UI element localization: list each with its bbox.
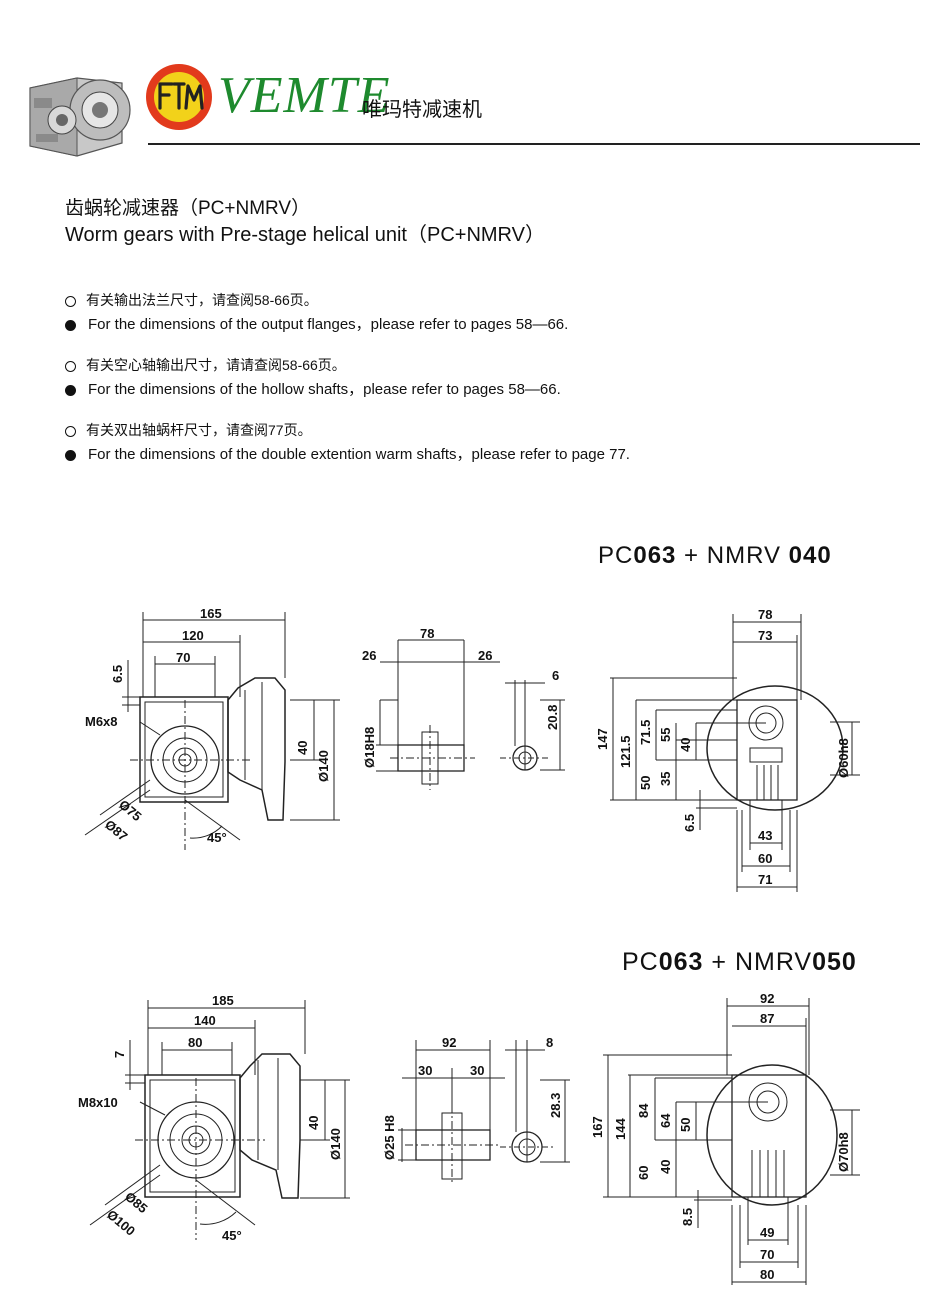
dim-label: 87 xyxy=(760,1011,774,1026)
front-view-1 xyxy=(610,614,860,892)
note-cn-2: 有关空心轴输出尺寸，请请查阅58-66页。 xyxy=(65,355,346,375)
dim-label: 7 xyxy=(112,1051,127,1058)
dim-label: 165 xyxy=(200,606,222,621)
dim-label: 70 xyxy=(760,1247,774,1262)
bore-label: Ø25 H8 xyxy=(382,1115,397,1160)
dim-label: 70 xyxy=(176,650,190,665)
page-title-english: Worm gears with Pre-stage helical unit（P… xyxy=(65,224,545,246)
shaft-view-2 xyxy=(398,1040,570,1185)
dim-label: 78 xyxy=(758,607,772,622)
dim-label: 73 xyxy=(758,628,772,643)
dim-label: 92 xyxy=(442,1035,456,1050)
front-view-2 xyxy=(603,998,860,1285)
dim-label: 50 xyxy=(638,776,653,790)
dim-label: 20.8 xyxy=(545,705,560,730)
dim-label: 6.5 xyxy=(682,814,697,832)
dim-label: 30 xyxy=(418,1063,432,1078)
note-en-2: For the dimensions of the hollow shafts，… xyxy=(65,378,561,399)
dim-label: 55 xyxy=(658,728,673,742)
brand-name: VEMTE xyxy=(218,67,391,124)
dim-label: 26 xyxy=(478,648,492,663)
dim-label: 40 xyxy=(306,1116,321,1130)
side-view-2 xyxy=(89,1000,350,1240)
header-divider xyxy=(148,143,920,145)
dim-label: 60 xyxy=(636,1166,651,1180)
dim-label: 8 xyxy=(546,1035,553,1050)
side-view-1 xyxy=(84,612,340,850)
model-title-1: PC063 + NMRV 040 xyxy=(598,542,832,569)
dim-label: 35 xyxy=(658,772,673,786)
note-cn-3: 有关双出轴蜗杆尺寸，请查阅77页。 xyxy=(65,420,312,440)
dim-label: 121.5 xyxy=(618,735,633,768)
model-1-drawing: 165 120 70 6.5 M6x8 40 Ø140 Ø75 Ø87 45° … xyxy=(84,606,860,892)
dim-label: 84 xyxy=(636,1103,651,1118)
dim-label: 43 xyxy=(758,828,772,843)
dim-label: Ø140 xyxy=(328,1128,343,1160)
dim-label: 6.5 xyxy=(110,665,125,683)
hollow-bullet-icon xyxy=(65,425,76,437)
dim-label: 40 xyxy=(678,738,693,752)
dim-label: Ø60h8 xyxy=(836,738,851,778)
bolt-label: M6x8 xyxy=(85,714,118,729)
note-cn-1: 有关输出法兰尺寸，请查阅58-66页。 xyxy=(65,290,318,310)
hollow-bullet-icon xyxy=(65,295,76,307)
dim-label: Ø85 xyxy=(122,1189,150,1216)
angle-label: 45° xyxy=(207,830,227,845)
dim-label: 40 xyxy=(658,1160,673,1174)
dim-label: 71.5 xyxy=(638,720,653,745)
brand-chinese-name: 唯玛特减速机 xyxy=(362,97,482,121)
dim-label: 167 xyxy=(590,1116,605,1138)
model-2-drawing: 185 140 80 7 M8x10 40 Ø140 Ø85 Ø100 45° … xyxy=(78,991,860,1285)
dim-label: Ø140 xyxy=(316,750,331,782)
dim-label: 50 xyxy=(678,1118,693,1132)
dim-label: 92 xyxy=(760,991,774,1006)
dim-label: 49 xyxy=(760,1225,774,1240)
page-title-chinese: 齿蜗轮减速器（PC+NMRV） xyxy=(65,198,311,219)
bore-label: Ø18H8 xyxy=(362,727,377,768)
dim-label: 147 xyxy=(595,728,610,750)
dim-label: 26 xyxy=(362,648,376,663)
product-photo xyxy=(22,48,132,160)
filled-bullet-icon xyxy=(65,319,76,331)
dim-label: 144 xyxy=(613,1118,628,1140)
dim-label: 140 xyxy=(194,1013,216,1028)
dim-label: 60 xyxy=(758,851,772,866)
dim-label: 80 xyxy=(188,1035,202,1050)
dim-label: 28.3 xyxy=(548,1093,563,1118)
brand-logo xyxy=(144,62,214,132)
dim-label: 120 xyxy=(182,628,204,643)
model-title-2: PC063 + NMRV050 xyxy=(622,948,857,976)
shaft-view-1 xyxy=(376,639,565,790)
dim-label: 71 xyxy=(758,872,772,887)
filled-bullet-icon xyxy=(65,384,76,396)
dim-label: 78 xyxy=(420,626,434,641)
dim-label: 40 xyxy=(295,741,310,755)
bolt-label: M8x10 xyxy=(78,1095,118,1110)
dim-label: 6 xyxy=(552,668,559,683)
dim-label: Ø87 xyxy=(102,817,130,844)
angle-label: 45° xyxy=(222,1228,242,1243)
dim-label: 64 xyxy=(658,1113,673,1128)
dim-label: 8.5 xyxy=(680,1208,695,1226)
note-en-3: For the dimensions of the double extenti… xyxy=(65,443,630,464)
filled-bullet-icon xyxy=(65,449,76,461)
hollow-bullet-icon xyxy=(65,360,76,372)
dim-label: 80 xyxy=(760,1267,774,1282)
dim-label: Ø100 xyxy=(104,1207,138,1239)
note-en-1: For the dimensions of the output flanges… xyxy=(65,313,568,334)
dim-label: 30 xyxy=(470,1063,484,1078)
dim-label: Ø70h8 xyxy=(836,1132,851,1172)
dim-label: 185 xyxy=(212,993,234,1008)
